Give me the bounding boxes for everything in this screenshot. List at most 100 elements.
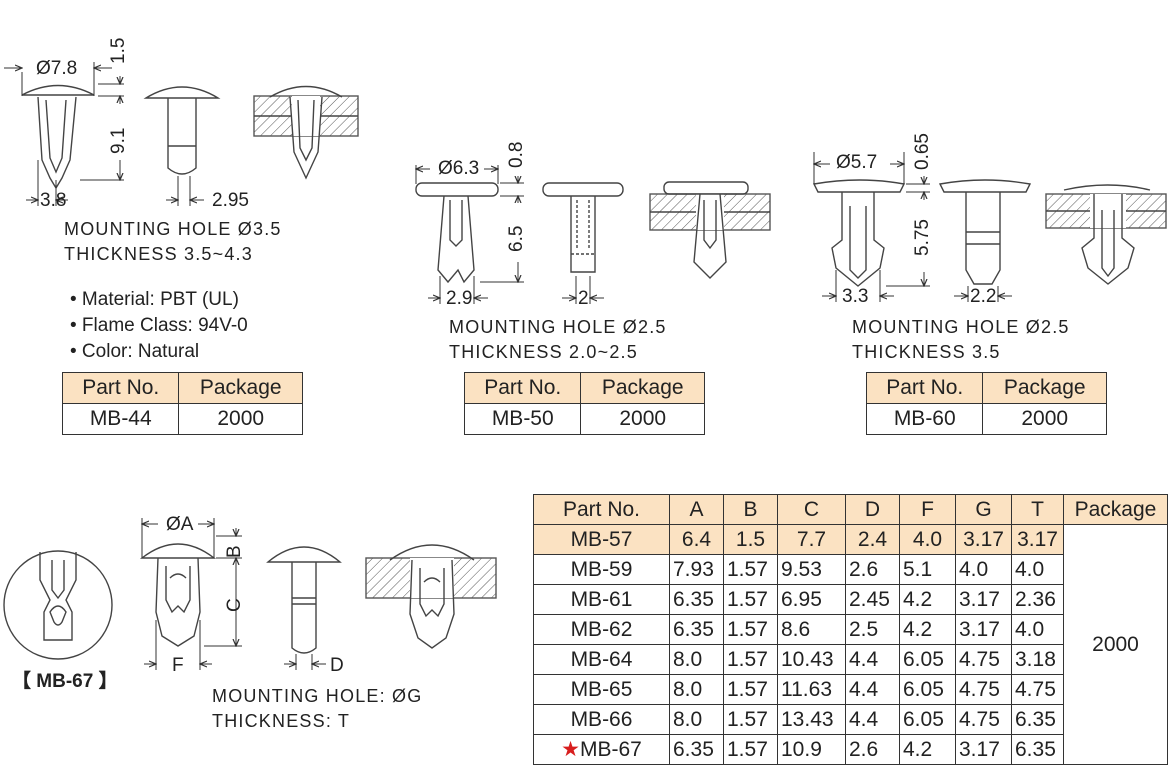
- mb50-thickness: THICKNESS 2.0~2.5: [449, 342, 638, 362]
- value-cell: 2.4: [845, 524, 900, 555]
- value-cell: 13.43: [777, 704, 846, 735]
- header-c: C: [777, 494, 846, 525]
- mb44-dims: [4, 62, 204, 206]
- value-cell: 1.57: [723, 704, 778, 735]
- package-header: Package: [178, 372, 303, 404]
- value-cell: 4.75: [955, 674, 1012, 705]
- value-cell: 8.6: [777, 614, 846, 645]
- value-cell: 8.0: [669, 704, 724, 735]
- header-f: F: [899, 494, 956, 525]
- mb50-hole-label: 2: [578, 288, 589, 309]
- value-cell: 4.2: [899, 734, 956, 765]
- mb60-side-view: [938, 179, 1032, 285]
- mb60-mounting-hole: MOUNTING HOLE Ø2.5: [852, 317, 1070, 337]
- mb44-mounting-hole: MOUNTING HOLE Ø3.5: [64, 219, 282, 239]
- mb67-dim-c: C: [224, 598, 245, 612]
- value-cell: 4.4: [845, 704, 900, 735]
- value-cell: 2.5: [845, 614, 900, 645]
- package-cell: 2000: [1063, 524, 1168, 765]
- value-cell: 8.0: [669, 674, 724, 705]
- mb67-detail-circle: [3, 550, 113, 660]
- package-header: Package: [580, 372, 705, 404]
- part-no-text: MB-64: [570, 647, 633, 671]
- mb44-side-view: [143, 86, 221, 175]
- mb60-diameter-label: Ø5.7: [836, 152, 878, 173]
- part-no-cell: MB-50: [463, 403, 582, 435]
- value-cell: 4.75: [1011, 674, 1064, 705]
- part-no-text: MB-59: [570, 557, 633, 581]
- header-g: G: [955, 494, 1012, 525]
- spec-list: • Material: PBT (UL) • Flame Class: 94V-…: [70, 287, 248, 365]
- value-cell: 11.63: [777, 674, 846, 705]
- value-cell: 1.5: [723, 524, 778, 555]
- header-part-no: Part No.: [533, 494, 670, 525]
- value-cell: 6.35: [669, 614, 724, 645]
- value-cell: 3.18: [1011, 644, 1064, 675]
- mb60-hole-label: 2.2: [970, 286, 997, 307]
- package-cell: 2000: [982, 403, 1107, 435]
- value-cell: 4.2: [899, 584, 956, 615]
- mb44-table: Part No. Package MB-44 2000: [61, 372, 303, 435]
- mb50-side-view: [542, 182, 624, 273]
- part-no-text: MB-66: [570, 707, 633, 731]
- package-cell: 2000: [178, 403, 303, 435]
- value-cell: 2.36: [1011, 584, 1064, 615]
- part-no-text: MB-67: [579, 738, 642, 761]
- package-header: Package: [982, 372, 1107, 404]
- mb60-dims: [814, 152, 1012, 302]
- mb60-notes: MOUNTING HOLE Ø2.5 THICKNESS 3.5: [852, 315, 1070, 365]
- value-cell: 4.0: [1011, 554, 1064, 585]
- value-cell: 1.57: [723, 614, 778, 645]
- mb60-thickness: THICKNESS 3.5: [852, 342, 1001, 362]
- part-no-cell: MB-57: [533, 524, 670, 555]
- mb50-notes: MOUNTING HOLE Ø2.5 THICKNESS 2.0~2.5: [449, 315, 667, 365]
- value-cell: 4.0: [955, 554, 1012, 585]
- value-cell: 4.4: [845, 644, 900, 675]
- value-cell: 6.95: [777, 584, 846, 615]
- mb50-width-label: 2.9: [446, 288, 473, 309]
- value-cell: 3.17: [955, 734, 1012, 765]
- mb67-notes: MOUNTING HOLE: ØG THICKNESS: T: [212, 684, 422, 734]
- value-cell: 4.0: [899, 524, 956, 555]
- value-cell: 3.17: [955, 614, 1012, 645]
- value-cell: 1.57: [723, 734, 778, 765]
- star-icon: ★: [561, 738, 580, 761]
- part-no-header: Part No.: [865, 372, 984, 404]
- part-no-text: MB-65: [570, 677, 633, 701]
- part-no-text: MB-57: [570, 527, 633, 551]
- spec-color: • Color: Natural: [70, 341, 200, 362]
- value-cell: 9.53: [777, 554, 846, 585]
- part-no-cell: MB-61: [533, 584, 670, 615]
- mb67-dims: [142, 518, 326, 670]
- value-cell: 2.6: [845, 734, 900, 765]
- header-d: D: [845, 494, 900, 525]
- mb67-dim-b: B: [224, 545, 245, 558]
- part-no-cell: MB-66: [533, 704, 670, 735]
- mb60-front-view: [812, 179, 906, 287]
- value-cell: 8.0: [669, 644, 724, 675]
- value-cell: 6.35: [669, 584, 724, 615]
- mb44-hole-label: 2.95: [212, 190, 249, 211]
- value-cell: 4.75: [955, 704, 1012, 735]
- mb67-installed-view: [365, 544, 497, 649]
- mb44-head-height-label: 1.5: [108, 37, 129, 64]
- header-package: Package: [1063, 494, 1168, 525]
- value-cell: 1.57: [723, 644, 778, 675]
- mb50-head-height-label: 0.8: [506, 141, 527, 168]
- mb60-length-label: 5.75: [912, 219, 933, 256]
- value-cell: 6.35: [1011, 704, 1064, 735]
- table-header-row: Part No. A B C D F G T Package: [533, 494, 1168, 525]
- mb67-mounting-hole: MOUNTING HOLE: ØG: [212, 686, 423, 706]
- spec-flame-class: • Flame Class: 94V-0: [70, 315, 248, 336]
- mb50-table: Part No. Package MB-50 2000: [463, 372, 705, 435]
- part-no-header: Part No.: [61, 372, 180, 404]
- part-no-cell: ★MB-67: [533, 734, 670, 765]
- part-no-cell: MB-44: [61, 403, 180, 435]
- mb50-diameter-label: Ø6.3: [438, 158, 480, 179]
- part-no-text: MB-62: [570, 617, 633, 641]
- mb50-front-view: [415, 182, 499, 284]
